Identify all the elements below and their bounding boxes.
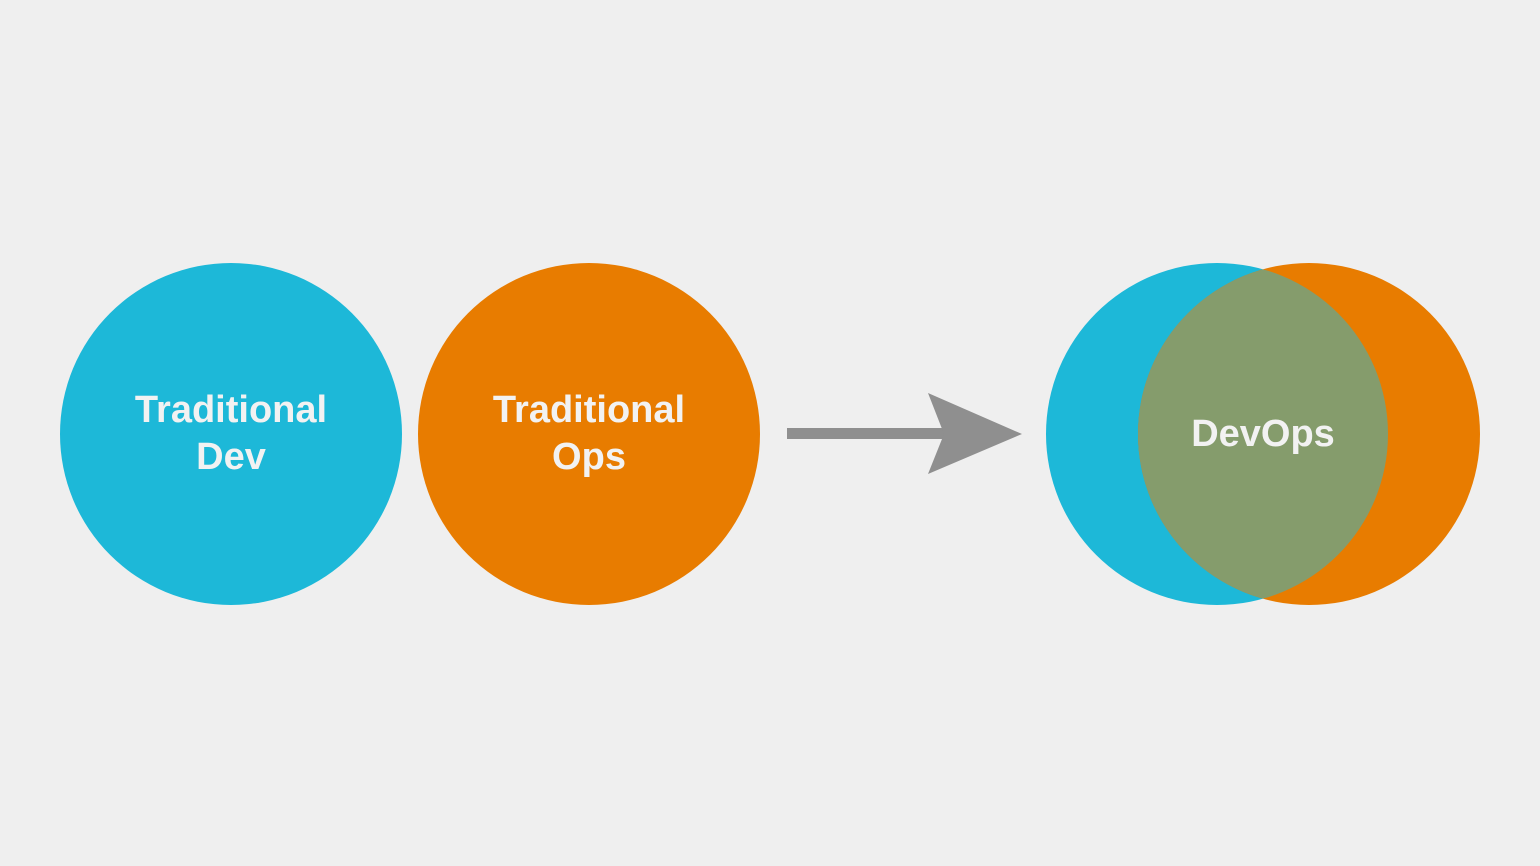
ops-label-line1: Traditional bbox=[493, 389, 685, 431]
arrow-head bbox=[928, 393, 1022, 474]
arrow-right-icon bbox=[787, 393, 1022, 474]
ops-label-line2: Ops bbox=[552, 436, 626, 478]
ops-circle bbox=[418, 263, 760, 605]
dev-circle bbox=[60, 263, 402, 605]
devops-label: DevOps bbox=[1191, 413, 1335, 455]
devops-venn: DevOps bbox=[1046, 263, 1480, 605]
arrow-shaft bbox=[787, 428, 947, 439]
traditional-dev-node: Traditional Dev bbox=[60, 263, 402, 605]
venn-overlap bbox=[1138, 263, 1388, 605]
dev-label-line2: Dev bbox=[196, 436, 266, 478]
dev-label-line1: Traditional bbox=[135, 389, 327, 431]
traditional-ops-node: Traditional Ops bbox=[418, 263, 760, 605]
